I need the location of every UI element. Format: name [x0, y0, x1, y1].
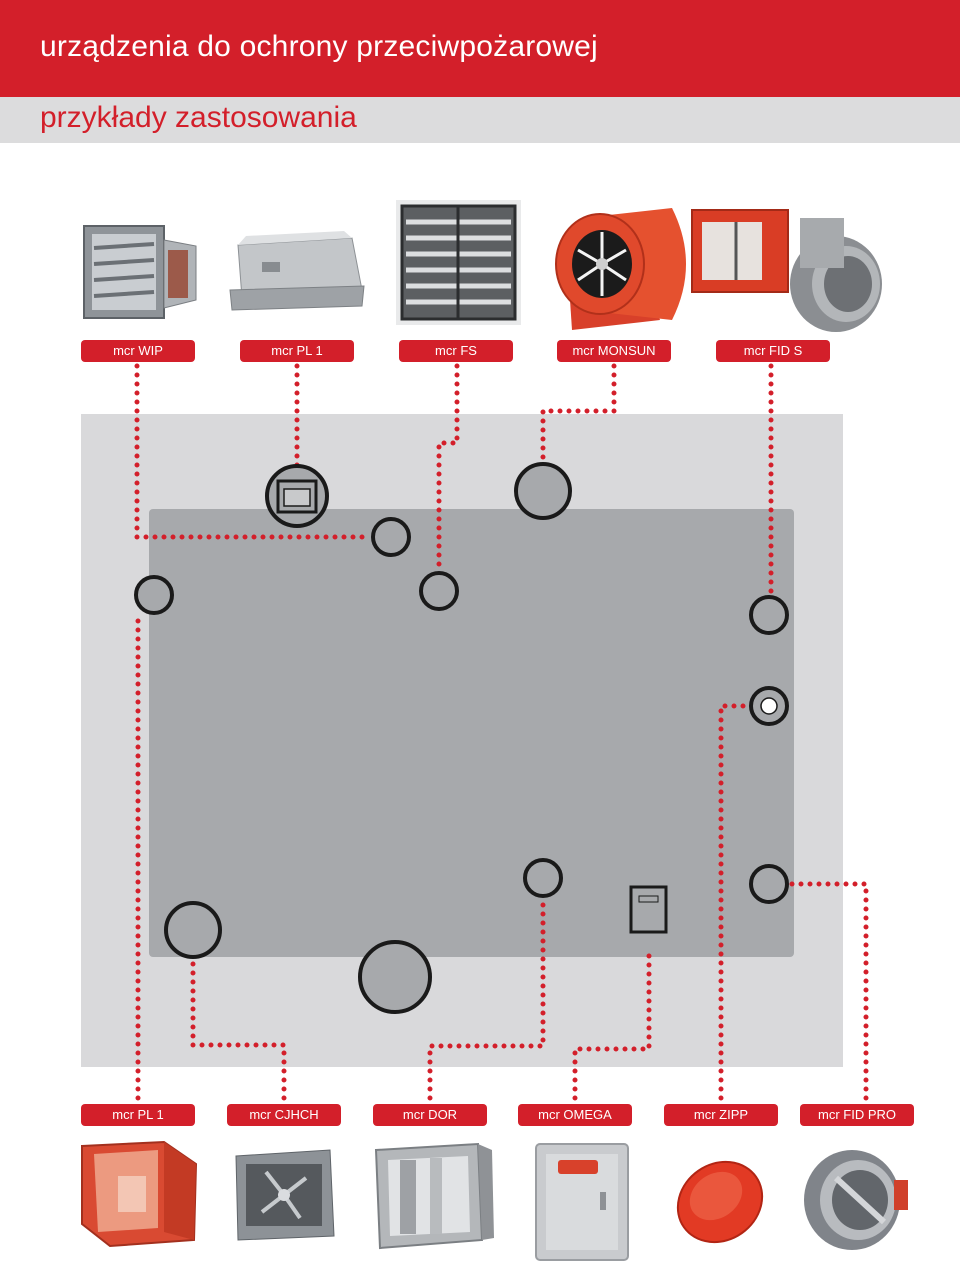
label-mcr-omega: mcr OMEGA [518, 1104, 632, 1126]
label-mcr-wip: mcr WIP [81, 340, 195, 362]
device-marker-pl1-wall [134, 575, 174, 615]
round-damper-red-image [691, 209, 882, 332]
control-cabinet-icon [629, 885, 668, 934]
device-marker-cjhch-left [164, 901, 222, 959]
louvre-damper-image [396, 200, 521, 325]
building-inner-area [149, 509, 794, 957]
control-cabinet-image [535, 1143, 629, 1261]
connector-fid-pro [786, 881, 869, 1101]
label-mcr-pl1-bottom: mcr PL 1 [81, 1104, 195, 1126]
connector-monsun [540, 363, 617, 463]
connector-zipp [718, 703, 754, 1101]
axial-fan-image [555, 208, 686, 330]
device-marker-wip [371, 517, 411, 557]
connector-wip [134, 363, 373, 540]
roof-fan-box-image [235, 1149, 335, 1241]
label-mcr-fid-s: mcr FID S [716, 340, 830, 362]
roof-hatch-icon [276, 479, 318, 514]
smoke-damper-box-image [229, 231, 365, 311]
fire-damper-rect-image [83, 225, 197, 319]
smoke-extraction-damper-image [374, 1142, 494, 1250]
label-mcr-fid-pro: mcr FID PRO [800, 1104, 914, 1126]
device-marker-cjhch-center [358, 940, 432, 1014]
red-disc-valve-image [676, 1160, 764, 1244]
device-marker-monsun [514, 462, 572, 520]
label-mcr-cjhch: mcr CJHCH [227, 1104, 341, 1126]
label-mcr-zipp: mcr ZIPP [664, 1104, 778, 1126]
connector-cjhch [190, 956, 287, 1101]
connector-omega [572, 948, 652, 1101]
device-marker-dor [523, 858, 563, 898]
label-mcr-dor: mcr DOR [373, 1104, 487, 1126]
connector-fs [436, 363, 460, 574]
device-marker-fid-s [749, 595, 789, 635]
label-mcr-pl1-top: mcr PL 1 [240, 340, 354, 362]
header-title-bar [0, 0, 960, 97]
round-fire-damper-image [804, 1150, 908, 1250]
device-marker-fid-pro [749, 864, 789, 904]
page-subtitle: przykłady zastosowania [40, 101, 357, 134]
label-mcr-monsun: mcr MONSUN [557, 340, 671, 362]
zipp-valve-icon [760, 697, 778, 715]
device-marker-fs [419, 571, 459, 611]
header-subtitle-bar [0, 97, 960, 143]
connector-dor [427, 894, 546, 1101]
page-title: urządzenia do ochrony przeciwpożarowej [40, 30, 598, 63]
label-mcr-fs: mcr FS [399, 340, 513, 362]
smoke-damper-red-image [81, 1140, 198, 1248]
